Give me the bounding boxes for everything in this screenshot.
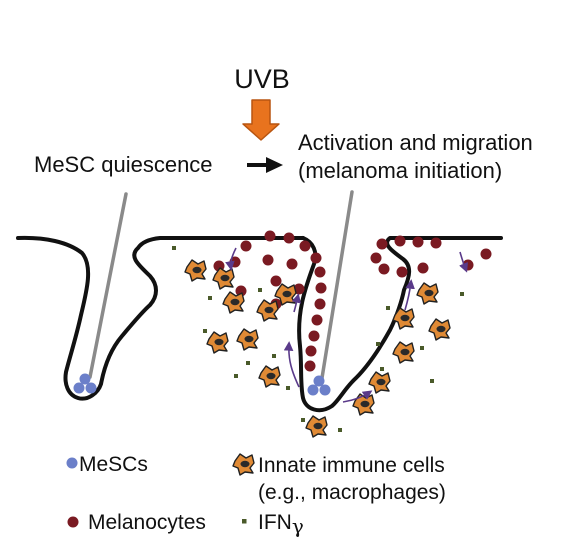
melanocytes-group	[213, 230, 492, 372]
quiescence-label: MeSC quiescence	[34, 152, 213, 177]
legend-immune-example: (e.g., macrophages)	[258, 481, 446, 504]
legend-ifn-label: IFNγ	[258, 511, 304, 538]
activated-hair-shaft	[320, 190, 354, 380]
legend-mesc-marker	[66, 457, 78, 469]
quiescent-follicle-outline	[16, 235, 305, 401]
uvb-label: UVB	[234, 64, 290, 94]
activation-label: Activation and migration	[298, 130, 533, 155]
initiation-label: (melanoma initiation)	[298, 158, 502, 183]
legend-immune-label: Innate immune cells	[258, 454, 445, 477]
legend-ifn-prefix: IFN	[258, 511, 292, 534]
legend-melanocytes-label: Melanocytes	[88, 511, 206, 534]
activated-follicle-outline	[297, 236, 503, 413]
transition-arrow-icon	[247, 157, 283, 173]
legend: MeSCs Melanocytes Innate immune cells (e…	[66, 453, 446, 538]
quiescent-mescs	[73, 373, 97, 394]
activated-mescs	[307, 375, 331, 396]
legend-mescs-label: MeSCs	[79, 453, 148, 476]
legend-ifn-marker	[242, 519, 247, 524]
quiescent-hair-follicle	[16, 192, 305, 401]
uvb-arrow-icon	[242, 99, 280, 141]
migration-arrows	[225, 247, 468, 403]
legend-ifn-symbol: γ	[292, 514, 304, 538]
legend-immune-marker	[232, 453, 255, 476]
legend-melanocyte-marker	[67, 516, 79, 528]
quiescent-hair-shaft	[88, 192, 128, 379]
ifn-gamma-group	[172, 246, 464, 432]
activated-hair-follicle	[297, 190, 503, 413]
